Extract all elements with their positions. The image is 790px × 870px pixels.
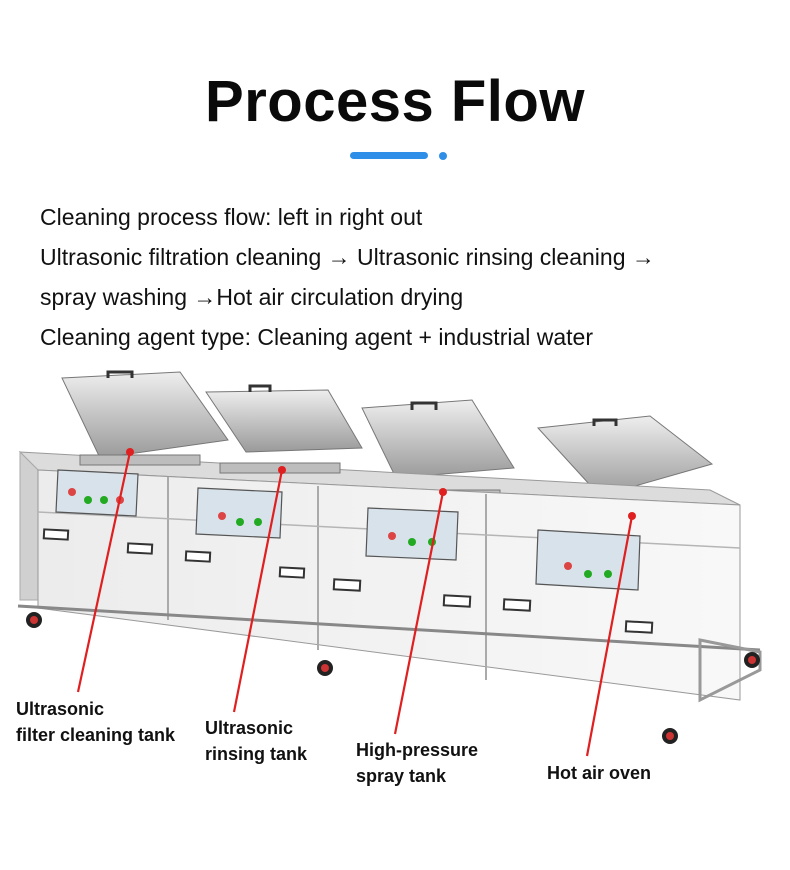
panel-buttons (68, 488, 612, 578)
leader-line-tank-1 (76, 451, 132, 693)
description-line-2: Ultrasonic filtration cleaning → Ultraso… (40, 244, 655, 270)
title-underline-dot (439, 152, 447, 160)
callout-line: High-pressure (356, 740, 479, 760)
caster-wheels (26, 612, 760, 744)
control-panel-4 (535, 529, 641, 591)
callout-high-pressure-spray-tank: High-pressure spray tank (356, 737, 478, 789)
lid-3 (361, 399, 515, 479)
callout-line: Ultrasonic (205, 718, 294, 738)
description-line-1: Cleaning process flow: left in right out (40, 204, 423, 230)
drawer-handles (42, 528, 654, 634)
callout-ultrasonic-rinsing-tank: Ultrasonic rinsing tank (205, 715, 307, 767)
cleaning-machine-illustration (17, 370, 762, 757)
tank-lids (61, 371, 714, 497)
callout-line: spray tank (356, 766, 447, 786)
callout-line: rinsing tank (205, 744, 308, 764)
leader-dots (126, 448, 636, 520)
lid-2 (205, 389, 363, 453)
callout-line: Hot air oven (547, 763, 652, 783)
leader-line-tank-2 (232, 469, 284, 713)
lid-1 (61, 371, 229, 459)
callout-line: filter cleaning tank (16, 725, 176, 745)
title-underline-bar (350, 152, 428, 159)
control-panel-3 (365, 507, 459, 561)
page-title: Process Flow (205, 69, 585, 134)
side-frame (698, 638, 762, 703)
callout-ultrasonic-filter-tank: Ultrasonic filter cleaning tank (16, 696, 175, 748)
leader-lines (76, 451, 634, 757)
callout-line: Ultrasonic (16, 699, 105, 719)
lid-handles (106, 370, 618, 426)
leader-line-tank-3 (393, 491, 445, 735)
leader-line-tank-4 (585, 515, 634, 757)
control-panel-2 (195, 487, 283, 539)
description-line-3: spray washing →Hot air circulation dryin… (40, 284, 464, 310)
description-line-4: Cleaning agent type: Cleaning agent + in… (40, 324, 593, 350)
callout-hot-air-oven: Hot air oven (547, 760, 651, 786)
